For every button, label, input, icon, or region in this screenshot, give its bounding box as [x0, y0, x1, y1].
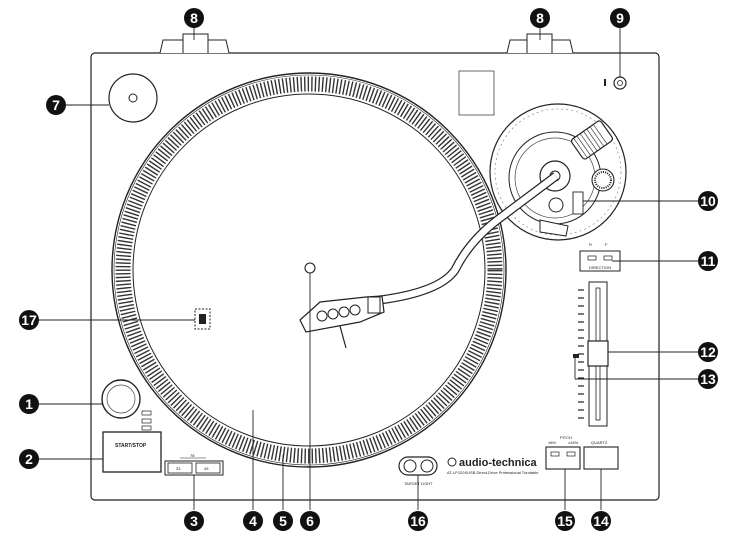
direction-switch: R F DIRECTION — [579, 242, 621, 272]
callout-15: 15 — [555, 511, 575, 531]
callout-badge — [19, 310, 39, 330]
hinge-left — [159, 33, 230, 54]
callout-16: 16 — [408, 511, 428, 531]
quartz-label: QUARTZ — [591, 440, 608, 445]
brand-logo: audio-technica AT-LP120XUSB Direct-Drive… — [447, 457, 539, 475]
callout-2: 2 — [19, 449, 39, 469]
callout-8: 8 — [530, 8, 550, 28]
adapter-holder — [108, 73, 158, 123]
callout-badge — [243, 511, 263, 531]
callout-number: 13 — [700, 371, 716, 387]
callout-14: 14 — [591, 511, 611, 531]
callout-badge — [555, 511, 575, 531]
callout-17: 17 — [19, 310, 39, 330]
speed-78-label: 78 — [190, 453, 195, 458]
callout-badge — [300, 511, 320, 531]
callout-badge — [184, 8, 204, 28]
callout-badge — [698, 191, 718, 211]
callout-number: 14 — [593, 513, 609, 529]
brand-name: audio-technica — [459, 457, 538, 469]
callout-7: 7 — [46, 95, 66, 115]
callout-number: 9 — [616, 10, 624, 26]
start-stop-button: START/STOP — [102, 431, 162, 473]
callout-13: 13 — [698, 369, 718, 389]
callout-badge — [19, 394, 39, 414]
callout-number: 5 — [279, 513, 287, 529]
pitch-scale — [578, 289, 584, 419]
callout-number: 17 — [21, 312, 37, 328]
speed-selector: 78 33 45 — [164, 453, 224, 476]
strobe-light — [194, 308, 211, 330]
direction-r-label: R — [589, 242, 592, 247]
callout-10: 10 — [698, 191, 718, 211]
dust-cover-plate — [458, 70, 495, 116]
callout-3: 3 — [184, 511, 204, 531]
callout-badge — [698, 342, 718, 362]
callout-number: 11 — [701, 253, 716, 269]
callout-number: 3 — [190, 513, 198, 529]
pitch-slider — [573, 281, 609, 427]
callout-badge — [19, 449, 39, 469]
pitch-control-panel: PITCH ±8% ±16% QUARTZ — [545, 435, 619, 470]
pitch-label: PITCH — [560, 435, 572, 440]
tonearm-base — [489, 103, 627, 241]
callout-badge — [591, 511, 611, 531]
callout-number: 16 — [410, 513, 426, 529]
callout-number: 8 — [536, 10, 544, 26]
callout-number: 1 — [25, 396, 33, 412]
callout-5: 5 — [273, 511, 293, 531]
callout-number: 4 — [249, 513, 257, 529]
direction-label: DIRECTION — [589, 265, 611, 270]
speed-45-label: 45 — [204, 466, 209, 471]
power-knob — [101, 379, 152, 431]
callout-badge — [530, 8, 550, 28]
target-light: TARGET LIGHT — [398, 456, 438, 486]
callout-number: 10 — [700, 193, 716, 209]
pitch-range-b-label: ±16% — [568, 440, 579, 445]
callout-8: 8 — [184, 8, 204, 28]
callout-number: 8 — [190, 10, 198, 26]
callout-4: 4 — [243, 511, 263, 531]
callout-number: 6 — [306, 513, 314, 529]
callout-9: 9 — [610, 8, 630, 28]
leader-lines — [38, 28, 698, 510]
callout-11: 11 — [698, 251, 718, 271]
hinge-right — [506, 33, 574, 54]
spindle — [304, 262, 316, 274]
speed-33-label: 33 — [176, 466, 181, 471]
callout-badge — [698, 251, 718, 271]
callout-number: 2 — [25, 451, 33, 467]
pitch-range-a-label: ±8% — [548, 440, 556, 445]
callout-number: 7 — [52, 97, 60, 113]
callout-badge — [408, 511, 428, 531]
start-stop-label: START/STOP — [115, 443, 147, 449]
strobe-dots — [115, 76, 503, 464]
callout-1: 1 — [19, 394, 39, 414]
callout-12: 12 — [698, 342, 718, 362]
callout-badge — [46, 95, 66, 115]
headshell — [299, 295, 385, 349]
callout-badge — [698, 369, 718, 389]
direction-f-label: F — [605, 242, 608, 247]
callout-badge — [610, 8, 630, 28]
model-line: AT-LP120XUSB Direct-Drive Professional T… — [447, 470, 539, 475]
callout-badge — [184, 511, 204, 531]
target-light-label: TARGET LIGHT — [404, 481, 433, 486]
callout-badge — [273, 511, 293, 531]
callout-6: 6 — [300, 511, 320, 531]
callout-number: 15 — [557, 513, 573, 529]
callout-number: 12 — [700, 344, 716, 360]
